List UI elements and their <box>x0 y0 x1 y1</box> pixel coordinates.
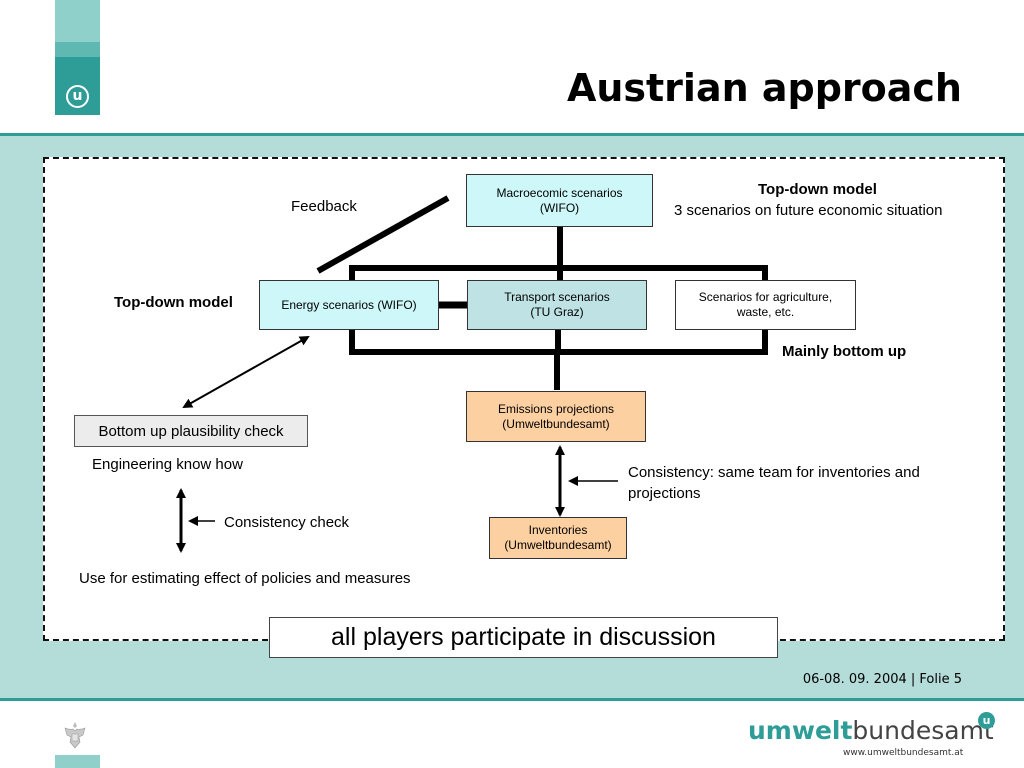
header-divider <box>0 133 1024 136</box>
u-logo-icon: u <box>66 85 89 108</box>
austrian-eagle-icon <box>64 722 86 749</box>
macroeconomic-scenarios-box: Macroecomic scenarios (WIFO) <box>466 174 653 227</box>
footer-logo-stripe <box>55 755 100 768</box>
umweltbundesamt-logo: umweltbundesamt <box>748 716 994 745</box>
brand-url: www.umweltbundesamt.at <box>843 748 964 758</box>
consistency-check-label: Consistency check <box>224 514 350 531</box>
inventories-box: Inventories (Umweltbundesamt) <box>489 517 627 559</box>
topdown-model-left: Top-down model <box>114 294 233 311</box>
footer-date-folio: 06-08. 09. 2004 | Folie 5 <box>802 672 962 687</box>
brand-u-icon: u <box>978 712 995 729</box>
feedback-label: Feedback <box>291 198 357 215</box>
team-consistency-line-2: projections <box>628 485 701 502</box>
engineering-label: Engineering know how <box>92 456 243 473</box>
team-consistency-line-1: Consistency: same team for inventories a… <box>628 464 920 481</box>
agriculture-scenarios-box: Scenarios for agriculture, waste, etc. <box>675 280 856 330</box>
brand-strong-text: umwelt <box>748 716 853 745</box>
topdown-model-subtitle: 3 scenarios on future economic situation <box>674 202 943 219</box>
slide-title: Austrian approach <box>566 66 962 110</box>
use-for-label: Use for estimating effect of policies an… <box>79 570 411 587</box>
mainly-bottom-up-label: Mainly bottom up <box>782 343 907 360</box>
brand-light-text: bundesamt <box>852 716 994 745</box>
energy-scenarios-box: Energy scenarios (WIFO) <box>259 280 439 330</box>
brand-logo-bar: u <box>55 0 100 115</box>
logo-stripe-light <box>55 0 100 42</box>
topdown-model-title: Top-down model <box>758 181 877 198</box>
plausibility-check-box: Bottom up plausibility check <box>74 415 308 447</box>
logo-stripe-mid <box>55 42 100 57</box>
transport-scenarios-box: Transport scenarios (TU Graz) <box>467 280 647 330</box>
footer-divider <box>0 698 1024 701</box>
discussion-callout: all players participate in discussion <box>269 617 778 658</box>
emissions-projections-box: Emissions projections (Umweltbundesamt) <box>466 391 646 442</box>
